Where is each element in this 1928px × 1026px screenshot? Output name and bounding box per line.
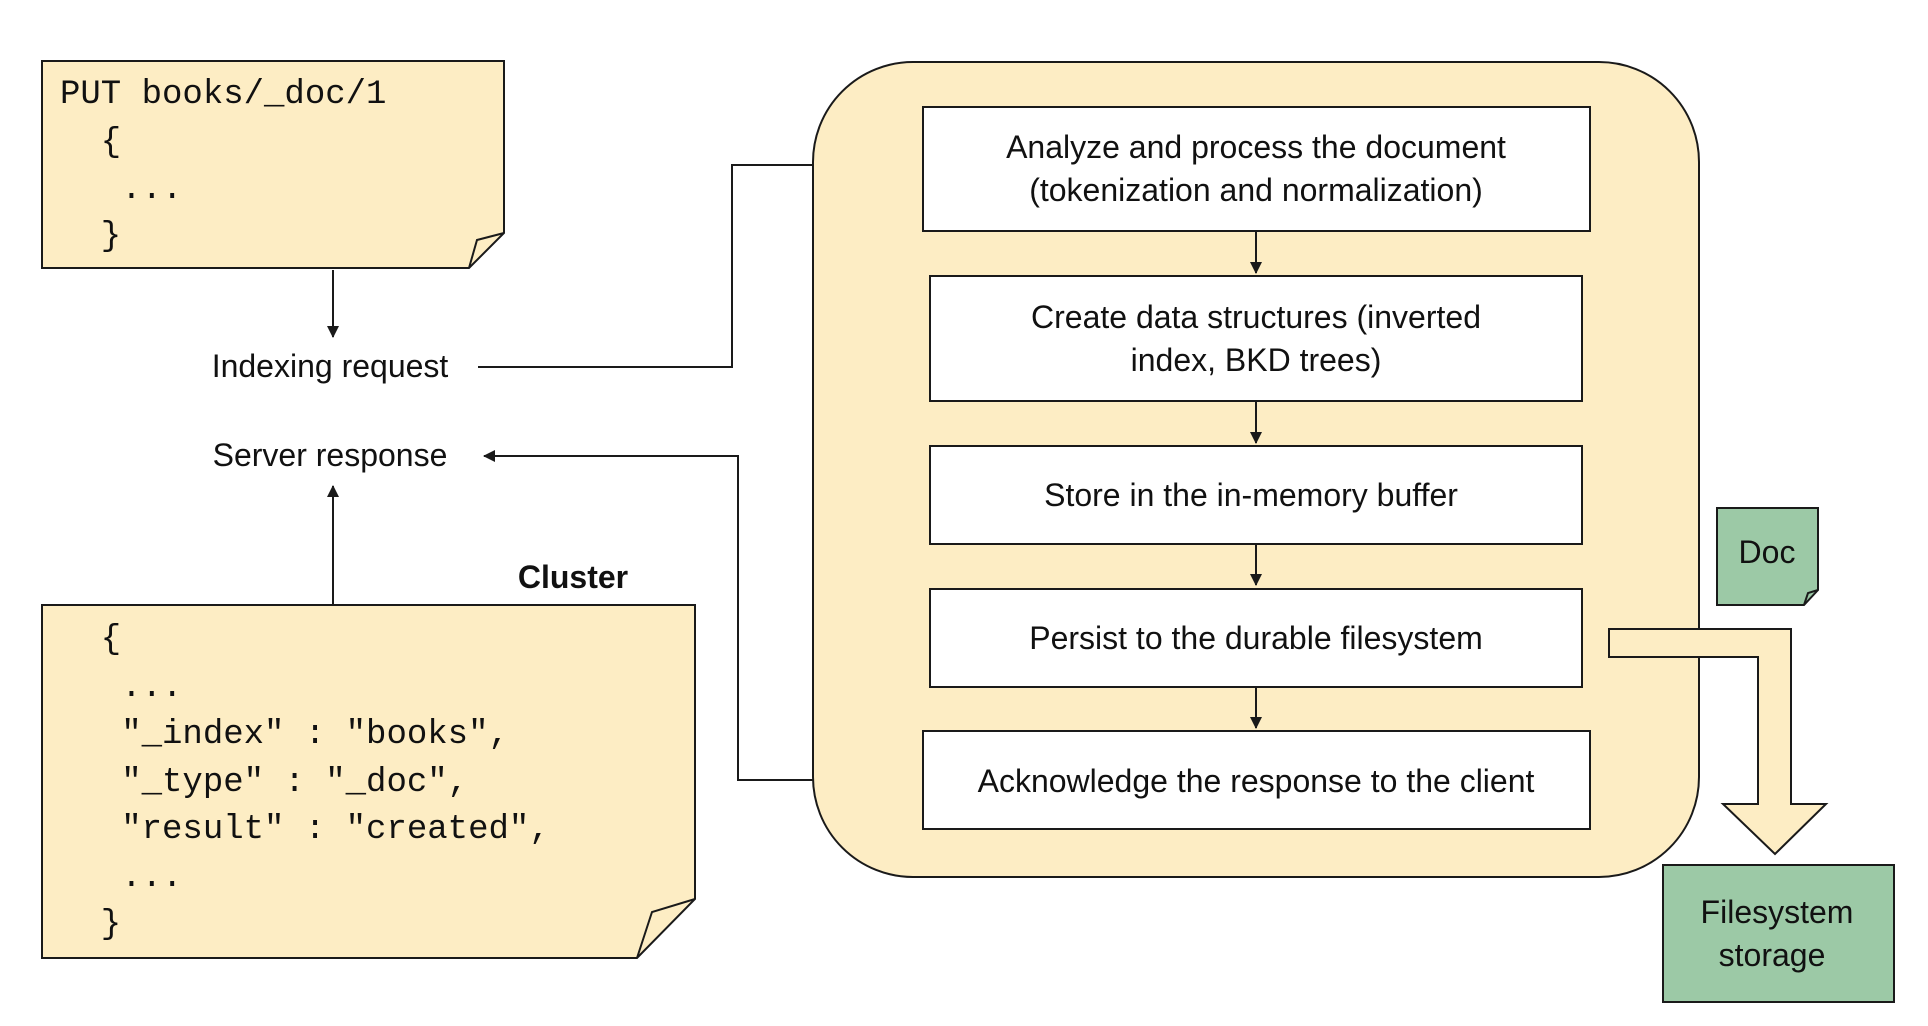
- indexing-request-label: Indexing request: [212, 348, 449, 384]
- response-code-line: "_index" : "books",: [60, 716, 509, 754]
- doc-label: Doc: [1739, 534, 1796, 570]
- server-response-label: Server response: [213, 437, 448, 473]
- cluster-label: Cluster: [518, 559, 628, 595]
- step-text: Persist to the durable filesystem: [1029, 620, 1483, 656]
- step-acknowledge: Acknowledge the response to the client: [922, 730, 1591, 830]
- step-box: [929, 588, 1583, 688]
- response-code-line: "_type" : "_doc",: [60, 764, 468, 802]
- response-note-shape: [41, 604, 696, 959]
- request-code-line: PUT books/_doc/1: [60, 76, 386, 114]
- step-text: (tokenization and normalization): [1029, 172, 1483, 208]
- step-text: Create data structures (inverted: [1031, 299, 1481, 335]
- step-text: Acknowledge the response to the client: [978, 763, 1535, 799]
- request-code-line: }: [60, 218, 121, 256]
- step-box: [929, 445, 1583, 545]
- filesystem-storage: Filesystem storage: [1662, 864, 1895, 1003]
- doc-note-fold: [1803, 589, 1819, 606]
- storage-text: storage: [1719, 937, 1826, 973]
- step-text: Analyze and process the document: [1006, 129, 1506, 165]
- response-note-fold: [636, 898, 696, 959]
- doc-note: Doc: [1716, 507, 1819, 606]
- step-create-structures: Create data structures (inverted index, …: [929, 275, 1583, 402]
- step-box: [922, 730, 1591, 830]
- step-text: index, BKD trees): [1131, 342, 1382, 378]
- response-code-line: }: [60, 906, 121, 944]
- response-code-line: ...: [60, 859, 182, 897]
- response-code-line: ...: [60, 669, 182, 707]
- request-code-line: ...: [60, 171, 182, 209]
- step-box: [922, 106, 1591, 232]
- step-persist: Persist to the durable filesystem: [929, 588, 1583, 688]
- request-note: PUT books/_doc/1 { ... }: [41, 60, 505, 269]
- response-code-line: {: [60, 621, 121, 659]
- step-store-buffer: Store in the in-memory buffer: [929, 445, 1583, 545]
- doc-note-shape: [1716, 507, 1819, 606]
- storage-box: [1662, 864, 1895, 1003]
- request-code-line: {: [60, 124, 121, 162]
- request-note-shape: [41, 60, 505, 269]
- step-box: [929, 275, 1583, 402]
- response-note: { ... "_index" : "books", "_type" : "_do…: [41, 604, 696, 959]
- step-text: Store in the in-memory buffer: [1044, 477, 1458, 513]
- response-code-line: "result" : "created",: [60, 811, 550, 849]
- step-analyze: Analyze and process the document (tokeni…: [922, 106, 1591, 232]
- storage-text: Filesystem: [1701, 894, 1854, 930]
- request-note-fold: [468, 232, 505, 269]
- persist-to-storage-arrow: [1608, 628, 1829, 856]
